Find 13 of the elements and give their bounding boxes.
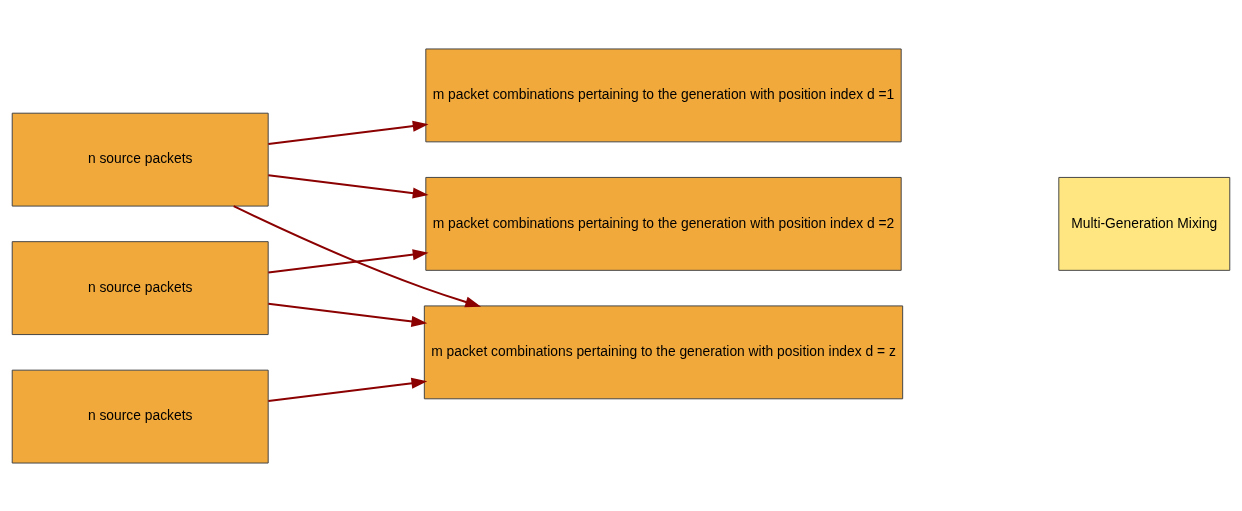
node-box: m packet combinations pertaining to the generation with position index d =1: [425, 47, 902, 142]
arrow: [267, 377, 428, 402]
arrow: [267, 302, 428, 327]
node-box: n source packets: [11, 112, 269, 207]
arrow: [232, 204, 482, 307]
node-box: m packet combinations pertaining to the generation with position index d =2: [425, 176, 902, 271]
arrow: [267, 120, 429, 145]
node-box: Multi-Generation Mixing: [1058, 176, 1231, 271]
arrow: [267, 173, 429, 199]
node-box: n source packets: [11, 240, 269, 335]
node-box: n source packets: [11, 369, 269, 464]
arrow: [267, 248, 429, 273]
node-box: m packet combinations pertaining to the generation with position index d = z: [423, 304, 904, 399]
